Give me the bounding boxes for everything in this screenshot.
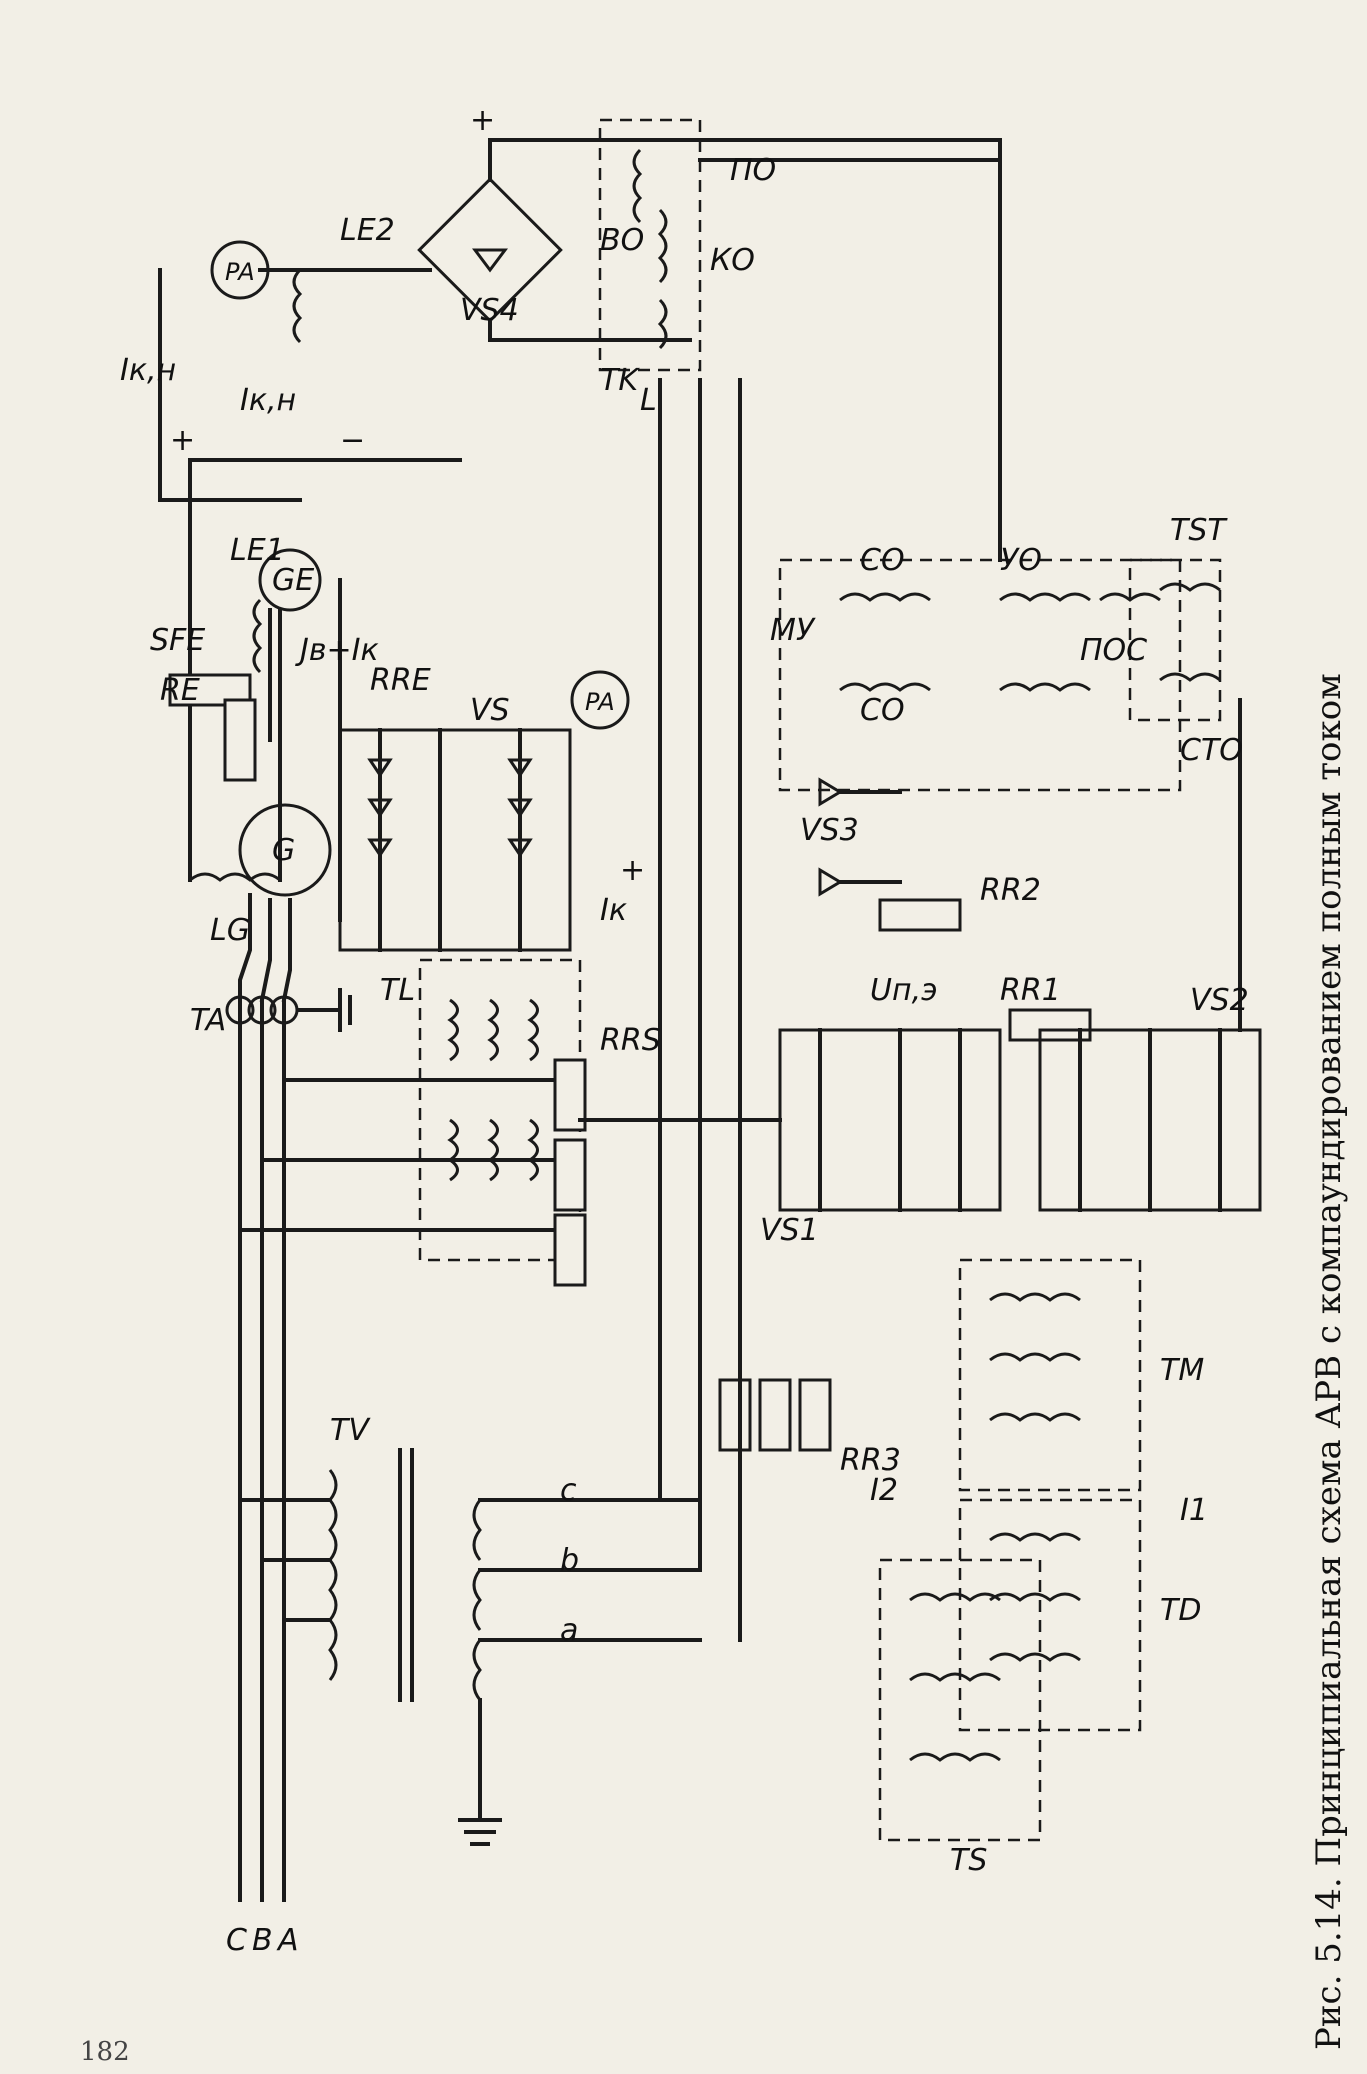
label-phase-a: A [276,1923,299,1958]
resistors-rr3 [718,1378,832,1452]
label-sfe: SFE [150,623,205,658]
label-ts: TS [950,1843,987,1878]
voltage-transformer-tv [238,1448,702,1846]
label-phase-c: C [226,1923,247,1958]
label-vs2: VS2 [1190,983,1249,1018]
label-co-1: СО [860,543,905,578]
label-td: TD [1160,1593,1201,1628]
label-c: c [560,1473,577,1508]
rectifier-vs2 [1038,1028,1262,1212]
rectifier-vs4 [417,138,1002,342]
label-plus-2: + [620,853,645,888]
label-b: b [560,1543,579,1578]
figure-caption: Рис. 5.14. Принципиальная схема АРВ с ко… [1309,673,1349,2050]
label-tv: TV [330,1413,371,1448]
label-pa-1: PA [585,688,615,716]
label-rr1: RR1 [1000,973,1061,1008]
exciter-ge [168,458,462,922]
label-phase-b: B [252,1923,273,1958]
page-number: 182 [80,2037,130,2067]
label-pos: ПОС [1080,633,1147,668]
label-tm: TM [1160,1353,1204,1388]
interconnect-wires [578,138,1242,1642]
ammeter-pa-1 [570,670,630,730]
label-rr3: RR3 [840,1443,901,1478]
label-i1: I1 [1180,1493,1208,1528]
label-vs4: VS4 [460,293,519,328]
label-g: G [272,833,295,868]
label-lg: LG [210,913,250,948]
label-mu: МУ [770,613,816,648]
label-ta: TA [190,1003,226,1038]
label-yo: УО [1000,543,1042,578]
label-vs: VS [470,693,510,728]
label-upe: Uп,э [870,973,938,1008]
transformer-tst [1128,558,1222,722]
label-plus-3: + [470,103,495,138]
label-i2: I2 [870,1473,898,1508]
transformer-tm [958,1258,1142,1492]
label-ko: КО [710,243,755,278]
label-pa-2: PA [225,258,255,286]
label-tk: TK [600,363,640,398]
magnetic-amplifier-mu [778,558,1182,792]
component-labels: C B A TA TV G TL RRS LG VS GE SFE RE RRE… [120,103,1249,1958]
label-a: a [560,1613,578,1648]
label-vo: ВО [600,223,644,258]
label-ge: GE [272,563,314,598]
transformer-td [958,1498,1142,1732]
label-jb-ik: Jв+Iк [295,633,379,668]
label-rre: RRE [370,663,431,698]
field-winding-lg [188,558,282,882]
generator-g [238,803,332,902]
label-l: L [640,383,657,418]
label-po: ПО [730,153,776,188]
schematic-group: C B A TA TV G TL RRS LG VS GE SFE RE RRE… [80,103,1349,2067]
coil-le1 [252,598,263,674]
resistor-rr2 [878,898,962,932]
diodes-vs3 [818,777,902,897]
label-tst: TST [1170,513,1228,548]
label-sto: СТО [1180,733,1243,768]
label-plus-1: + [170,423,195,458]
label-ik-dc: Iк [600,893,627,928]
label-co-2: СО [860,693,905,728]
label-le2: LE2 [340,213,395,248]
transformer-ts [878,1558,1042,1842]
resistors-rrs [553,1058,587,1287]
label-vs1: VS1 [760,1213,819,1248]
label-tl: TL [380,973,415,1008]
label-vs3: VS3 [800,813,859,848]
label-rrs: RRS [600,1023,661,1058]
label-rr2: RR2 [980,873,1041,908]
label-ik-h-2: Iк,н [240,383,296,418]
current-transformers-ta [225,988,562,1232]
label-ik-h-1: Iк,н [120,353,176,388]
rectifier-vs [338,728,572,952]
rectifier-vs1 [778,1028,1002,1212]
label-re: RE [160,673,200,708]
coil-le2 [158,268,432,502]
transformer-tk [598,118,1002,372]
resistor-rr1 [1008,1008,1092,1042]
label-le1: LE1 [230,533,285,568]
label-minus-1: − [340,423,365,458]
